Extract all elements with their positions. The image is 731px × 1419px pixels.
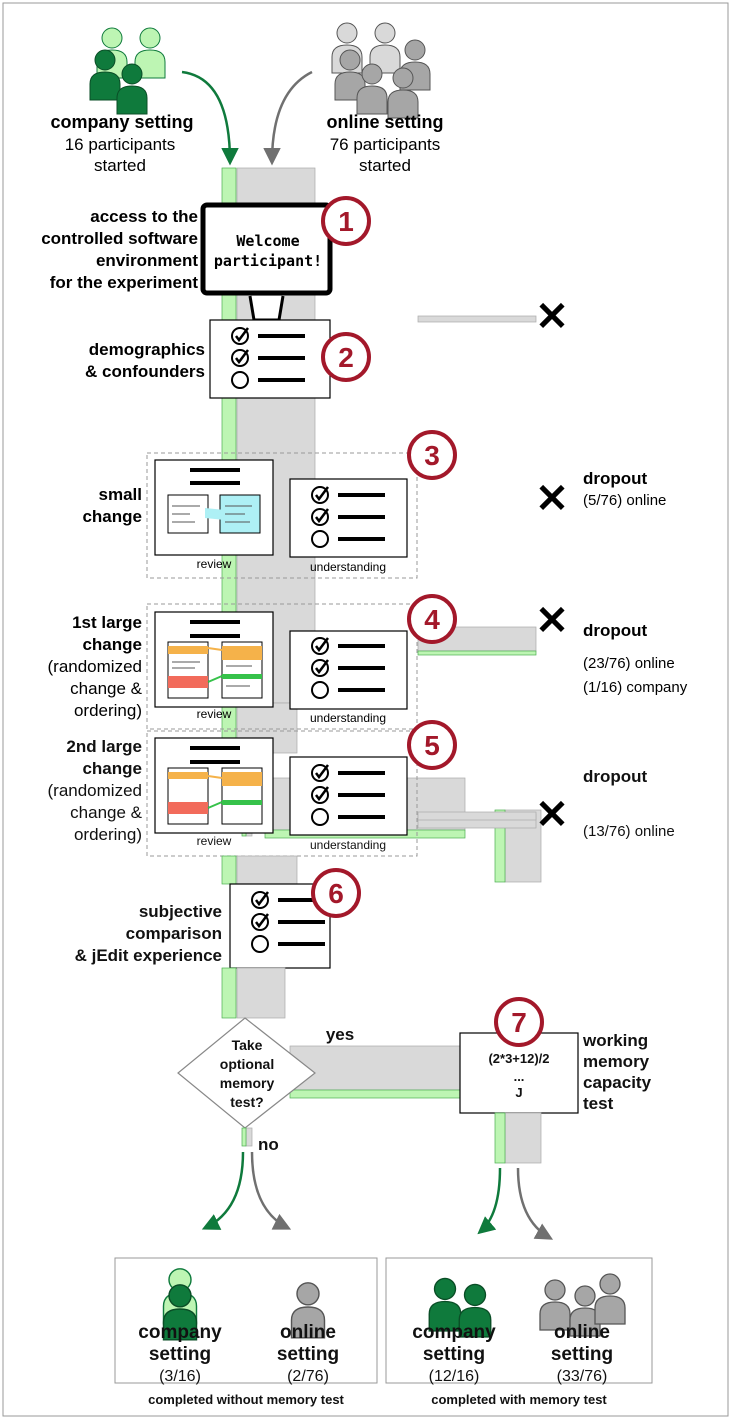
step2-label-1: & confounders <box>85 362 205 381</box>
step3-dropout-line0: (5/76) online <box>583 492 666 509</box>
step4-label-1: change & <box>70 679 142 698</box>
step3-label-0: small <box>99 485 142 504</box>
svg-text:✕: ✕ <box>535 295 569 339</box>
step3-dropout-title: dropout <box>583 469 648 488</box>
step4-label-bold-1: change <box>82 635 142 654</box>
online-start-arrow <box>263 70 313 166</box>
company-start-title: company setting <box>50 112 193 132</box>
step4-label-2: ordering) <box>74 701 142 720</box>
step-badges: 1 2 3 4 <box>321 196 457 644</box>
step5-panel <box>146 730 418 857</box>
step1-badge: 1 <box>321 196 371 246</box>
step2-badge: 2 <box>321 332 371 382</box>
step3-group <box>146 452 418 579</box>
svg-text:3: 3 <box>424 440 440 471</box>
step4-dropout-title: dropout <box>583 621 648 640</box>
step4-dropout-line0: (23/76) online <box>583 655 675 672</box>
svg-text:1: 1 <box>338 206 354 237</box>
step4-label-0: (randomized <box>48 657 143 676</box>
step3-review-label: review <box>197 557 232 571</box>
step3-badge: 3 <box>407 430 457 480</box>
company-start-line1-b: 16 participants <box>65 135 176 154</box>
svg-text:4: 4 <box>424 604 440 635</box>
step3-dropout: ✕ <box>535 295 569 339</box>
svg-text:2: 2 <box>338 342 354 373</box>
step3-label-1: change <box>82 507 142 526</box>
company-start-arrow <box>181 70 239 166</box>
online-start-icon <box>331 22 431 119</box>
step2-questionnaire-icon <box>209 319 331 399</box>
step4-badge: 4 <box>407 594 457 644</box>
company-start-icon <box>89 27 166 115</box>
online-start-line1: 76 participants <box>330 135 441 154</box>
online-start-title: online setting <box>327 112 444 132</box>
company-start-line2: started <box>94 156 146 175</box>
step4-understanding-label: understanding <box>310 711 386 725</box>
welcome-line1: Welcome <box>236 232 299 250</box>
step4-review-label: review <box>197 707 232 721</box>
step3-understanding-label: understanding <box>310 560 386 574</box>
welcome-line2: participant! <box>214 252 322 270</box>
step1-label-1: controlled software <box>41 229 198 248</box>
step1-label-2: environment <box>96 251 198 270</box>
step4-dropout-line1: (1/16) company <box>583 679 688 696</box>
step1-label-3: for the experiment <box>50 273 199 292</box>
step4-label-bold-0: 1st large <box>72 613 142 632</box>
step1-label-0: access to the <box>90 207 198 226</box>
online-start-line2: started <box>359 156 411 175</box>
step2-label-0: demographics <box>89 340 205 359</box>
step4-group <box>146 603 418 730</box>
